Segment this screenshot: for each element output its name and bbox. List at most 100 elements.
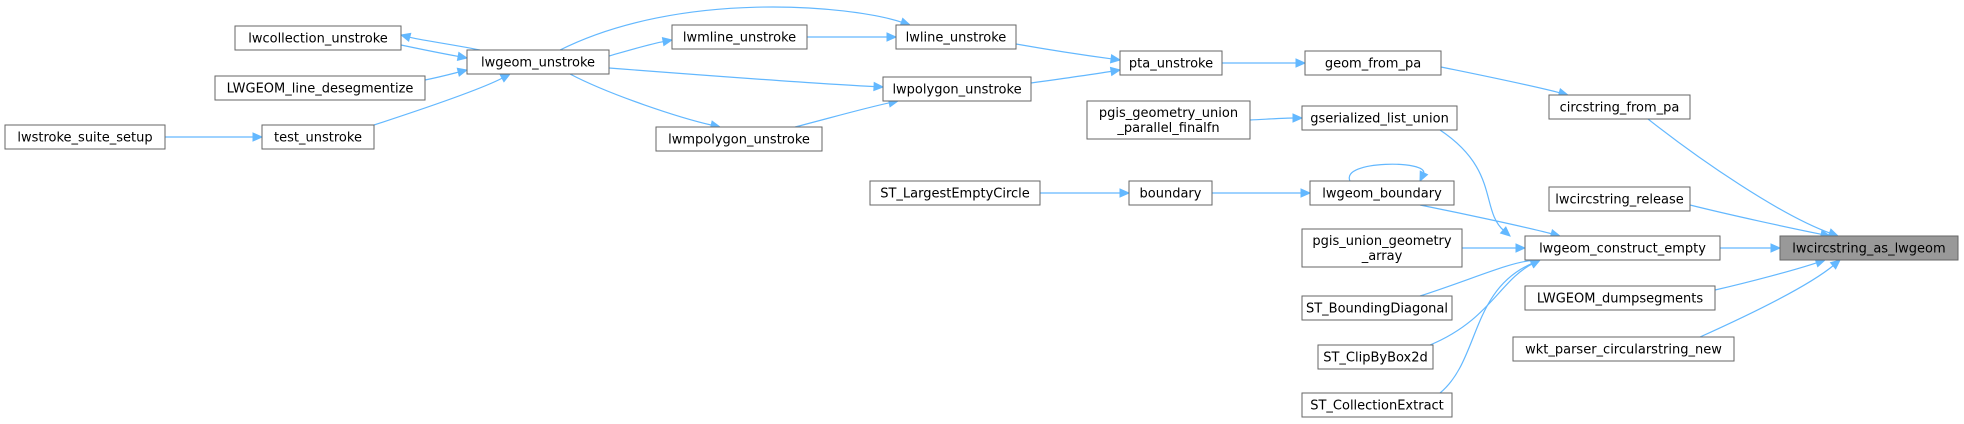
edge-line (608, 67, 876, 88)
node-label: pta_unstroke (1129, 57, 1213, 72)
edge-lwgeom_unstroke-to-lwpolygon_unstroke (608, 67, 885, 92)
node-label: pgis_geometry_union (1099, 106, 1238, 121)
node-pgis_union_geometry_array[interactable]: pgis_union_geometry_array (1301, 228, 1463, 268)
edge-line (1249, 117, 1295, 121)
edge-geom_from_pa-to-circstring_from_pa (1440, 66, 1570, 98)
arrowhead-icon (1300, 188, 1312, 198)
edge-lwgeom_unstroke-to-lwmline_unstroke (608, 37, 674, 57)
node-box (1304, 50, 1442, 76)
arrowhead-icon (1109, 66, 1122, 77)
edge-ST_LargestEmptyCircle-to-boundary (1040, 188, 1131, 198)
node-box (882, 76, 1032, 102)
arrowhead-icon (1515, 243, 1527, 253)
node-label: LWGEOM_dumpsegments (1537, 292, 1704, 307)
node-lwline_unstroke[interactable]: lwline_unstroke (895, 24, 1017, 50)
edge-lwgeom_boundary-to-lwgeom_boundary (1348, 163, 1429, 183)
node-test_unstroke[interactable]: test_unstroke (261, 124, 375, 150)
edges-layer (164, 6, 1841, 394)
node-box (1301, 392, 1453, 418)
node-box (1548, 186, 1691, 212)
node-label: _array (1361, 249, 1403, 264)
node-lwcollection_unstroke[interactable]: lwcollection_unstroke (234, 25, 402, 51)
node-box (214, 75, 426, 101)
arrowhead-icon (873, 81, 885, 92)
edge-line (569, 73, 713, 126)
edge-line (1030, 70, 1113, 84)
edge-wkt_parser_circularstring_new-to-lwcircstring_as_lwgeom (1699, 259, 1841, 338)
node-label: lwcircstring_release (1555, 193, 1683, 208)
node-box (1119, 50, 1223, 76)
edge-pgis_geometry_union_parallel_finalfn-to-gserialized_list_union (1249, 113, 1304, 123)
arrowhead-icon (1109, 54, 1122, 64)
edge-line (373, 77, 504, 126)
arrowhead-icon (1499, 226, 1511, 237)
edge-line (1429, 263, 1534, 346)
edge-line (1647, 118, 1831, 234)
edge-line (1015, 43, 1113, 60)
node-box (261, 124, 375, 150)
node-boundary[interactable]: boundary (1128, 180, 1213, 206)
node-lwgeom_construct_empty[interactable]: lwgeom_construct_empty (1524, 235, 1721, 261)
edge-line (1689, 204, 1823, 236)
node-label: lwstroke_suite_setup (17, 131, 152, 146)
node-box (234, 25, 402, 51)
node-lwcircstring_release[interactable]: lwcircstring_release (1548, 186, 1691, 212)
node-label: _parallel_finalfn (1116, 121, 1219, 136)
node-label: lwgeom_unstroke (481, 56, 595, 71)
node-lwmpolygon_unstroke[interactable]: lwmpolygon_unstroke (655, 126, 823, 152)
node-label: lwcircstring_as_lwgeom (1792, 242, 1945, 257)
node-LWGEOM_dumpsegments[interactable]: LWGEOM_dumpsegments (1524, 285, 1716, 311)
node-box (1309, 180, 1455, 206)
node-LWGEOM_line_desegmentize[interactable]: LWGEOM_line_desegmentize (214, 75, 426, 101)
node-lwstroke_suite_setup[interactable]: lwstroke_suite_setup (4, 124, 166, 150)
edge-line (794, 102, 891, 128)
node-box (1086, 100, 1251, 140)
node-label: lwmline_unstroke (683, 31, 796, 46)
node-label: lwcollection_unstroke (248, 32, 388, 47)
edge-line (424, 71, 460, 81)
arrowhead-icon (456, 67, 469, 77)
node-label: pgis_union_geometry (1312, 234, 1451, 249)
node-lwmline_unstroke[interactable]: lwmline_unstroke (671, 24, 808, 50)
edge-ST_CollectionExtract-to-lwgeom_construct_empty (1439, 259, 1542, 394)
node-ST_BoundingDiagonal[interactable]: ST_BoundingDiagonal (1301, 295, 1453, 321)
node-lwcircstring_as_lwgeom[interactable]: lwcircstring_as_lwgeom (1779, 235, 1959, 261)
edge-line (1699, 264, 1835, 338)
node-label: ST_BoundingDiagonal (1306, 302, 1448, 317)
edge-lwline_unstroke-to-pta_unstroke (1015, 43, 1122, 64)
edge-pgis_union_geometry_array-to-lwgeom_construct_empty (1462, 243, 1527, 253)
edge-lwgeom_construct_empty-to-lwcircstring_as_lwgeom (1720, 243, 1782, 253)
arrowhead-icon (499, 73, 512, 83)
node-box (1779, 235, 1959, 261)
edge-lwgeom_unstroke-to-lwline_unstroke (559, 6, 912, 51)
node-label: gserialized_list_union (1310, 112, 1449, 127)
node-box (869, 180, 1041, 206)
node-ST_CollectionExtract[interactable]: ST_CollectionExtract (1301, 392, 1453, 418)
node-ST_ClipByBox2d[interactable]: ST_ClipByBox2d (1317, 344, 1434, 370)
edge-lwgeom_unstroke-to-lwcollection_unstroke (399, 32, 481, 51)
node-pta_unstroke[interactable]: pta_unstroke (1119, 50, 1223, 76)
node-geom_from_pa[interactable]: geom_from_pa (1304, 50, 1442, 76)
node-lwpolygon_unstroke[interactable]: lwpolygon_unstroke (882, 76, 1032, 102)
edge-line (1419, 204, 1553, 235)
node-lwgeom_unstroke[interactable]: lwgeom_unstroke (466, 49, 610, 75)
node-lwgeom_boundary[interactable]: lwgeom_boundary (1309, 180, 1455, 206)
edge-LWGEOM_line_desegmentize-to-lwgeom_unstroke (424, 67, 469, 81)
node-label: test_unstroke (274, 131, 362, 146)
node-circstring_from_pa[interactable]: circstring_from_pa (1548, 94, 1691, 120)
node-gserialized_list_union[interactable]: gserialized_list_union (1301, 105, 1458, 131)
edge-gserialized_list_union-to-lwgeom_construct_empty (1439, 129, 1511, 237)
node-ST_LargestEmptyCircle[interactable]: ST_LargestEmptyCircle (869, 180, 1041, 206)
arrowhead-icon (886, 32, 898, 42)
node-box (655, 126, 823, 152)
edge-lwmline_unstroke-to-lwline_unstroke (807, 32, 898, 42)
edge-line (1348, 163, 1425, 182)
node-wkt_parser_circularstring_new[interactable]: wkt_parser_circularstring_new (1512, 336, 1735, 362)
node-label: wkt_parser_circularstring_new (1525, 343, 1722, 358)
node-label: circstring_from_pa (1560, 101, 1680, 116)
edge-lwpolygon_unstroke-to-pta_unstroke (1030, 66, 1122, 84)
edge-boundary-to-lwgeom_boundary (1212, 188, 1312, 198)
node-pgis_geometry_union_parallel_finalfn[interactable]: pgis_geometry_union_parallel_finalfn (1086, 100, 1251, 140)
arrowhead-icon (456, 51, 469, 61)
edge-lwstroke_suite_setup-to-test_unstroke (164, 132, 264, 142)
